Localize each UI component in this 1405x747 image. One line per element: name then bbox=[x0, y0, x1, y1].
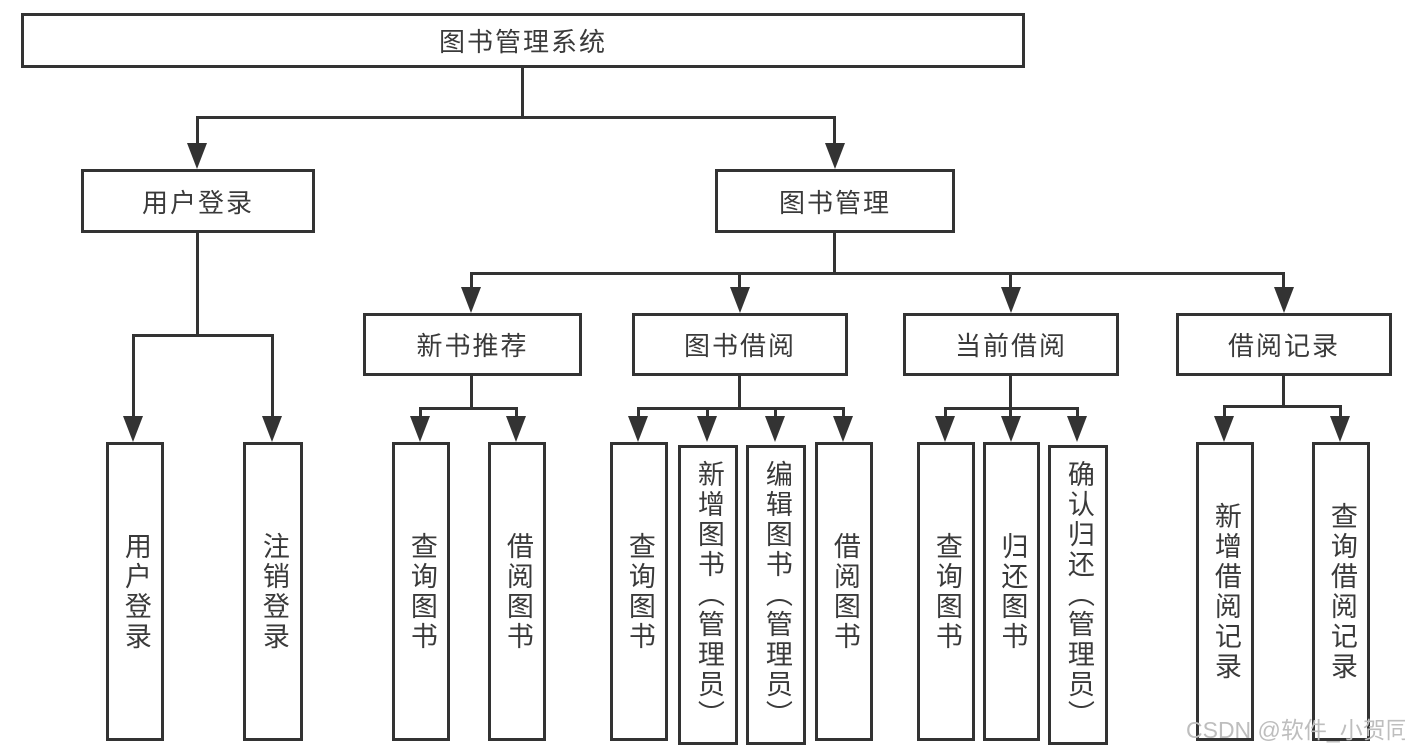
node-label: 借阅图书 bbox=[502, 531, 533, 652]
connector-line bbox=[738, 272, 741, 289]
leaf-add-books-admin: 新增图书（管理员） bbox=[678, 445, 738, 745]
connector-line bbox=[419, 407, 422, 417]
arrowhead-icon bbox=[187, 143, 207, 169]
connector-line bbox=[271, 334, 274, 418]
leaf-query-books-current: 查询图书 bbox=[917, 442, 975, 741]
node-label: 确认归还（管理员） bbox=[1063, 460, 1094, 730]
arrowhead-icon bbox=[123, 416, 143, 442]
node-book-management: 图书管理 bbox=[715, 169, 955, 233]
arrowhead-icon bbox=[697, 416, 717, 442]
connector-line bbox=[706, 407, 709, 417]
connector-line bbox=[833, 233, 836, 275]
arrowhead-icon bbox=[1330, 416, 1350, 442]
arrowhead-icon bbox=[262, 416, 282, 442]
node-root-library-system: 图书管理系统 bbox=[21, 13, 1025, 68]
connector-line bbox=[419, 407, 518, 410]
node-label: 新增借阅记录 bbox=[1210, 501, 1241, 682]
connector-line bbox=[197, 116, 836, 119]
node-borrow-records: 借阅记录 bbox=[1176, 313, 1392, 376]
arrowhead-icon bbox=[1214, 416, 1234, 442]
connector-line bbox=[1076, 407, 1079, 417]
connector-line bbox=[471, 272, 1285, 275]
connector-line bbox=[1223, 405, 1226, 417]
arrowhead-icon bbox=[628, 416, 648, 442]
leaf-logout: 注销登录 bbox=[243, 442, 303, 741]
node-label: 归还图书 bbox=[997, 531, 1028, 652]
node-current-borrowing: 当前借阅 bbox=[903, 313, 1119, 376]
connector-line bbox=[738, 376, 741, 410]
connector-line bbox=[470, 376, 473, 410]
leaf-borrow-books-recommend: 借阅图书 bbox=[488, 442, 546, 741]
csdn-watermark: CSDN @软件_小贺同学 bbox=[1186, 717, 1405, 743]
connector-line bbox=[1339, 405, 1342, 417]
node-label: 当前借阅 bbox=[954, 331, 1067, 361]
arrowhead-icon bbox=[1067, 416, 1087, 442]
node-label: 查询图书 bbox=[406, 531, 437, 652]
connector-line bbox=[637, 407, 845, 410]
leaf-confirm-return-admin: 确认归还（管理员） bbox=[1048, 445, 1108, 745]
arrowhead-icon bbox=[1274, 287, 1294, 313]
connector-line bbox=[1009, 376, 1012, 410]
leaf-borrow-books-borrowing: 借阅图书 bbox=[815, 442, 873, 741]
connector-line bbox=[196, 233, 199, 336]
arrowhead-icon bbox=[1001, 416, 1021, 442]
arrowhead-icon bbox=[410, 416, 430, 442]
node-label: 注销登录 bbox=[258, 531, 289, 652]
leaf-user-login: 用户登录 bbox=[106, 442, 164, 741]
arrowhead-icon bbox=[461, 287, 481, 313]
connector-line bbox=[842, 407, 845, 417]
connector-line bbox=[944, 407, 947, 417]
node-label: 编辑图书（管理员） bbox=[761, 460, 792, 730]
connector-line bbox=[196, 116, 199, 146]
arrowhead-icon bbox=[506, 416, 526, 442]
node-label: 图书管理 bbox=[778, 187, 891, 218]
node-label: 新书推荐 bbox=[416, 331, 529, 361]
arrowhead-icon bbox=[825, 143, 845, 169]
connector-line bbox=[132, 334, 274, 337]
node-label: 用户登录 bbox=[120, 531, 151, 652]
connector-line bbox=[515, 407, 518, 417]
connector-line bbox=[1009, 272, 1012, 289]
connector-line bbox=[1282, 272, 1285, 289]
node-label: 用户登录 bbox=[141, 187, 254, 218]
connector-line bbox=[1009, 407, 1012, 417]
arrowhead-icon bbox=[833, 416, 853, 442]
node-label: 借阅记录 bbox=[1227, 331, 1340, 361]
node-label: 新增图书（管理员） bbox=[693, 460, 724, 730]
leaf-query-books-recommend: 查询图书 bbox=[392, 442, 450, 741]
arrowhead-icon bbox=[1001, 287, 1021, 313]
arrowhead-icon bbox=[765, 416, 785, 442]
node-label: 借阅图书 bbox=[829, 531, 860, 652]
node-book-borrowing: 图书借阅 bbox=[632, 313, 848, 376]
connector-line bbox=[1223, 405, 1342, 408]
node-label: 图书借阅 bbox=[683, 331, 796, 361]
node-user-login: 用户登录 bbox=[81, 169, 315, 233]
leaf-add-borrow-record: 新增借阅记录 bbox=[1196, 442, 1254, 741]
leaf-query-books-borrowing: 查询图书 bbox=[610, 442, 668, 741]
leaf-edit-books-admin: 编辑图书（管理员） bbox=[746, 445, 806, 745]
leaf-query-borrow-record: 查询借阅记录 bbox=[1312, 442, 1370, 741]
connector-line bbox=[132, 334, 135, 418]
node-label: 查询图书 bbox=[931, 531, 962, 652]
connector-line bbox=[833, 116, 836, 146]
connector-line bbox=[637, 407, 640, 417]
connector-line bbox=[470, 272, 473, 289]
node-label: 查询借阅记录 bbox=[1326, 501, 1357, 682]
connector-line bbox=[1282, 376, 1285, 407]
node-label: 图书管理系统 bbox=[438, 27, 607, 57]
arrowhead-icon bbox=[730, 287, 750, 313]
node-label: 查询图书 bbox=[624, 531, 655, 652]
connector-line bbox=[521, 68, 524, 118]
connector-line bbox=[774, 407, 777, 417]
arrowhead-icon bbox=[935, 416, 955, 442]
node-new-book-recommend: 新书推荐 bbox=[363, 313, 582, 376]
leaf-return-books: 归还图书 bbox=[983, 442, 1040, 741]
